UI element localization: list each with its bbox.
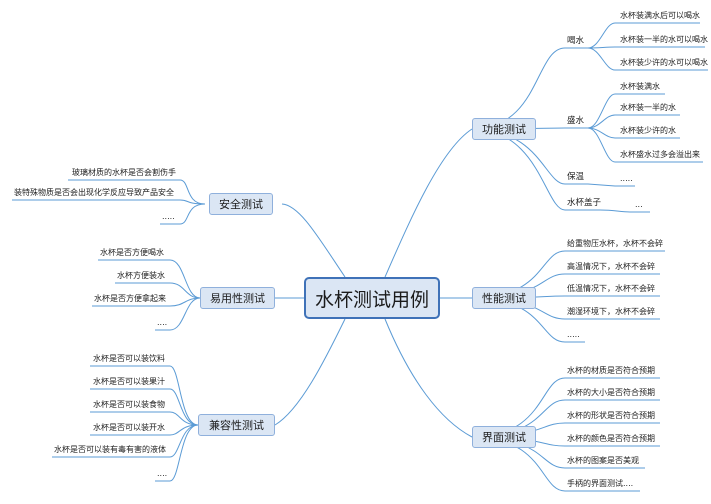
leaf-usability-2[interactable]: 水杯方便装水 bbox=[117, 271, 165, 280]
subtopic-drink[interactable]: 喝水 bbox=[567, 36, 585, 46]
leaf-perf-2[interactable]: 高温情况下，水杯不会碎 bbox=[567, 262, 655, 271]
subtopic-warm[interactable]: 保温 bbox=[567, 172, 585, 182]
leaf-ui-5[interactable]: 水杯的图案是否美观 bbox=[567, 456, 639, 465]
leaf-compat-4[interactable]: 水杯是否可以装开水 bbox=[93, 423, 165, 432]
leaf-drink-1[interactable]: 水杯装满水后可以喝水 bbox=[620, 11, 700, 20]
leaf-compat-2[interactable]: 水杯是否可以装果汁 bbox=[93, 377, 165, 386]
topic-ui-test[interactable]: 界面测试 bbox=[472, 426, 536, 448]
topic-functional-test[interactable]: 功能测试 bbox=[472, 118, 536, 140]
leaf-ui-6[interactable]: 手柄的界面测试.... bbox=[567, 479, 634, 488]
leaf-ui-4[interactable]: 水杯的颜色是否符合预期 bbox=[567, 434, 655, 443]
leaf-perf-3[interactable]: 低温情况下，水杯不会碎 bbox=[567, 284, 655, 293]
leaf-usability-3[interactable]: 水杯是否方便拿起来 bbox=[94, 294, 166, 303]
leaf-ui-2[interactable]: 水杯的大小是否符合预期 bbox=[567, 388, 655, 397]
link-root-safety bbox=[281, 203, 346, 278]
link-root-func bbox=[384, 128, 473, 278]
leaf-drink-3[interactable]: 水杯装少许的水可以喝水 bbox=[620, 58, 708, 67]
leaf-fill-1[interactable]: 水杯装满水 bbox=[620, 82, 660, 91]
leaf-usability-4[interactable]: .... bbox=[157, 318, 168, 327]
leaf-safety-2[interactable]: 装特殊物质是否会出现化学反应导致产品安全 bbox=[14, 188, 174, 197]
topic-safety-test[interactable]: 安全测试 bbox=[209, 193, 273, 215]
leaf-ui-1[interactable]: 水杯的材质是否符合预期 bbox=[567, 366, 655, 375]
leaf-drink-2[interactable]: 水杯装一半的水可以喝水 bbox=[620, 35, 708, 44]
leaf-usability-1[interactable]: 水杯是否方便喝水 bbox=[100, 248, 164, 257]
link-root-ui bbox=[384, 318, 473, 438]
leaf-perf-5[interactable]: ..... bbox=[567, 330, 580, 339]
leaf-perf-1[interactable]: 给重物压水杯，水杯不会碎 bbox=[567, 239, 663, 248]
leaf-compat-3[interactable]: 水杯是否可以装食物 bbox=[93, 400, 165, 409]
leaf-warm-1[interactable]: ..... bbox=[620, 174, 633, 183]
link-root-compat bbox=[274, 318, 346, 426]
leaf-compat-5[interactable]: 水杯是否可以装有毒有害的液体 bbox=[54, 445, 166, 454]
subtopic-fill[interactable]: 盛水 bbox=[567, 116, 585, 126]
leaf-fill-2[interactable]: 水杯装一半的水 bbox=[620, 103, 676, 112]
leaf-compat-6[interactable]: .... bbox=[157, 469, 168, 478]
leaf-fill-4[interactable]: 水杯盛水过多会溢出来 bbox=[620, 150, 700, 159]
root-topic[interactable]: 水杯测试用例 bbox=[304, 277, 440, 319]
leaf-safety-3[interactable]: ..... bbox=[162, 212, 175, 221]
leaf-safety-1[interactable]: 玻璃材质的水杯是否会割伤手 bbox=[72, 168, 176, 177]
leaf-compat-1[interactable]: 水杯是否可以装饮料 bbox=[93, 354, 165, 363]
topic-compatibility-test[interactable]: 兼容性测试 bbox=[198, 414, 275, 436]
leaf-perf-4[interactable]: 潮湿环境下，水杯不会碎 bbox=[567, 307, 655, 316]
leaf-lid-1[interactable]: ... bbox=[635, 200, 643, 209]
leaf-ui-3[interactable]: 水杯的形状是否符合预期 bbox=[567, 411, 655, 420]
topic-performance-test[interactable]: 性能测试 bbox=[472, 287, 536, 309]
leaf-fill-3[interactable]: 水杯装少许的水 bbox=[620, 126, 676, 135]
subtopic-lid[interactable]: 水杯盖子 bbox=[567, 198, 602, 208]
topic-usability-test[interactable]: 易用性测试 bbox=[200, 287, 275, 309]
